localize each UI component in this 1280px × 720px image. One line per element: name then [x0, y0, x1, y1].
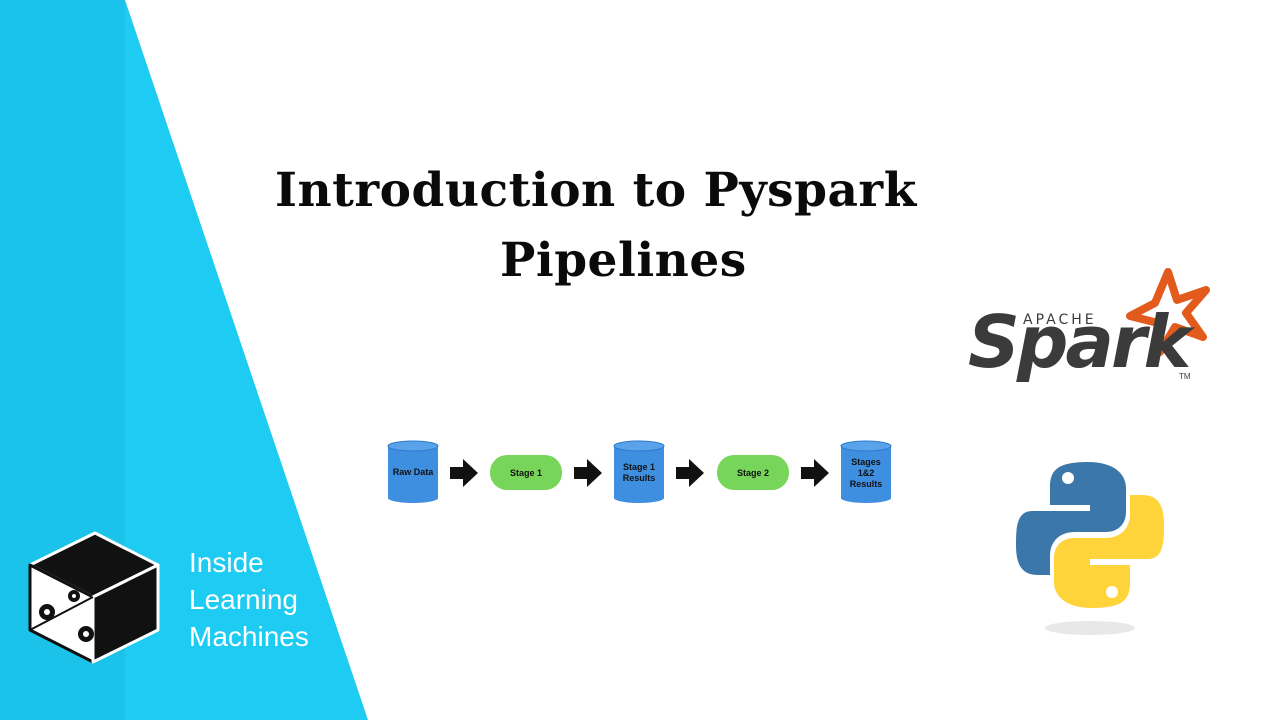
brand-line-2: Learning: [189, 584, 298, 615]
raw-data-label: Raw Data: [393, 467, 435, 477]
brand-line-1: Inside: [189, 547, 264, 578]
stage1-label: Stage 1: [510, 468, 542, 478]
stage1-results-label-2: Results: [623, 473, 656, 483]
arrow-icon: [676, 459, 704, 487]
stage1-results-label-1: Stage 1: [623, 462, 655, 472]
spark-wordmark: Spark: [968, 300, 1191, 384]
stage2-node: [717, 455, 789, 490]
stages12-label-2: 1&2: [858, 468, 875, 478]
python-logo-icon: [1016, 462, 1164, 635]
trademark-mark: TM: [1179, 372, 1191, 381]
stages12-label-3: Results: [850, 479, 883, 489]
stage1-node: [490, 455, 562, 490]
apache-wordmark: APACHE: [1023, 312, 1097, 328]
arrow-icon: [574, 459, 602, 487]
gear-cube-icon: [28, 531, 160, 664]
stage1-results-cylinder: [613, 440, 665, 503]
page-title-line2: Pipelines: [500, 233, 747, 288]
stages12-results-cylinder: [840, 440, 892, 503]
stages12-label-1: Stages: [851, 457, 881, 467]
brand-line-3: Machines: [189, 621, 309, 652]
stage2-label: Stage 2: [737, 468, 769, 478]
page-title-line1: Introduction to Pyspark: [275, 163, 917, 218]
raw-data-cylinder: [387, 440, 439, 503]
spark-star-icon: [1126, 268, 1210, 356]
arrow-icon: [450, 459, 478, 487]
pipeline-diagram: Raw Data Stage 1 Stage 1 Results Stage 2…: [387, 440, 892, 503]
brand-name: Inside Learning Machines: [189, 544, 309, 655]
arrow-icon: [801, 459, 829, 487]
